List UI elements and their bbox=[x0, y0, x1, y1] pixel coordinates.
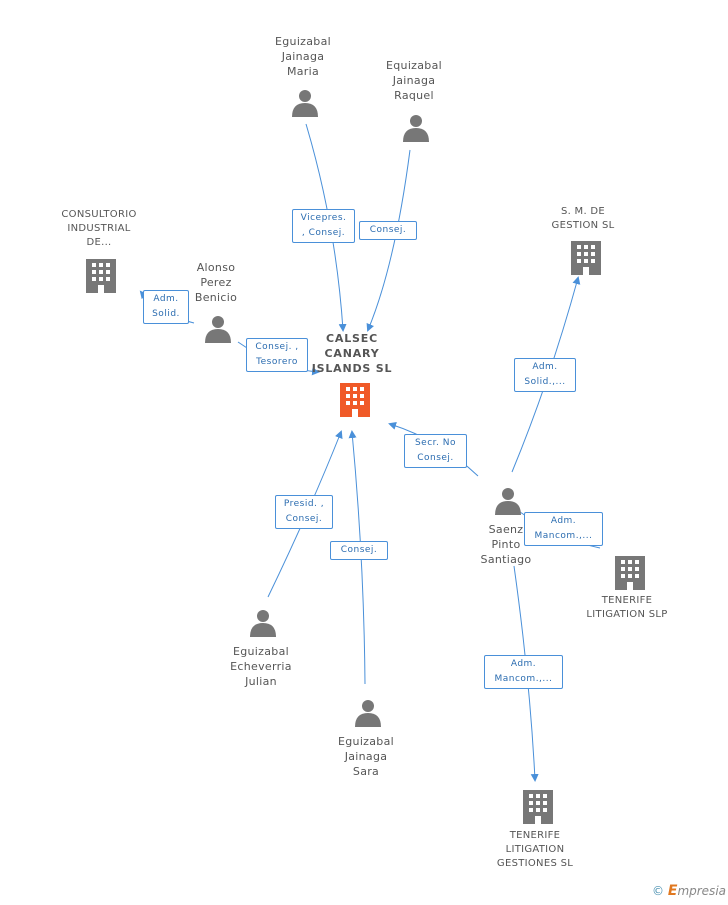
label-line: Pinto bbox=[491, 538, 521, 551]
label-line: Jainaga bbox=[281, 50, 325, 63]
label-line: Raquel bbox=[394, 89, 434, 102]
label-line: Jainaga bbox=[344, 750, 388, 763]
label-line: Eguizabal bbox=[233, 645, 289, 658]
label-line: Solid.,... bbox=[524, 377, 566, 387]
label-line: Julian bbox=[245, 675, 277, 688]
label-line: Sara bbox=[352, 765, 380, 778]
label-line: Benicio bbox=[194, 291, 238, 304]
label-line: Presid. , bbox=[283, 499, 325, 509]
label-line: Secr. No bbox=[414, 438, 457, 448]
edge-label-alonso-consultorio[interactable]: Adm. Solid. bbox=[143, 290, 189, 324]
center-label-line: ISLANDS SL bbox=[311, 362, 393, 375]
person-label-sara[interactable]: Eguizabal Jainaga Sara bbox=[338, 734, 394, 779]
label-line: Echeverria bbox=[230, 660, 292, 673]
label-line: Adm. bbox=[510, 659, 537, 669]
label-line: Adm. bbox=[153, 294, 179, 304]
label-line: GESTION SL bbox=[551, 220, 615, 231]
edge-label-saenz-center[interactable]: Secr. No Consej. bbox=[404, 434, 467, 468]
edge-label-alonso-center[interactable]: Consej. , Tesorero bbox=[246, 338, 308, 372]
person-label-raquel[interactable]: Equizabal Jainaga Raquel bbox=[386, 58, 442, 103]
label-line: Adm. bbox=[550, 516, 577, 526]
label-line: CONSULTORIO bbox=[61, 209, 137, 220]
label-line: Equizabal bbox=[386, 59, 442, 72]
edge-label-saenz-smgestion[interactable]: Adm. Solid.,... bbox=[514, 358, 576, 392]
person-label-julian[interactable]: Eguizabal Echeverria Julian bbox=[230, 644, 292, 689]
label-line: TENERIFE bbox=[509, 830, 561, 841]
label-line: Tesorero bbox=[256, 357, 298, 367]
person-icon-alonso bbox=[205, 316, 231, 343]
label-line: Alonso bbox=[196, 261, 236, 274]
label-line: Mancom.,... bbox=[494, 674, 553, 684]
label-line: LITIGATION SLP bbox=[586, 609, 668, 620]
edge-label-maria-center[interactable]: Vicepres. , Consej. bbox=[292, 209, 355, 243]
label-line: Consej. bbox=[369, 225, 407, 235]
company-label-consultorio[interactable]: CONSULTORIO INDUSTRIAL DE... bbox=[61, 208, 136, 250]
copyright-icon: © bbox=[652, 884, 665, 898]
building-icon-smgestion bbox=[571, 241, 601, 275]
label-line: Mancom.,... bbox=[534, 531, 593, 541]
person-icon-maria bbox=[292, 90, 318, 117]
person-icon-sara bbox=[355, 700, 381, 727]
company-label-tenerife-slp[interactable]: TENERIFE LITIGATION SLP bbox=[586, 594, 667, 622]
center-company-label[interactable]: CALSEC CANARY ISLANDS SL bbox=[312, 331, 393, 376]
company-label-smgestion[interactable]: S. M. DE GESTION SL bbox=[552, 205, 615, 233]
label-line: , Consej. bbox=[301, 228, 346, 238]
label-line: GESTIONES SL bbox=[496, 858, 574, 869]
edge-raquel-center bbox=[366, 149, 411, 332]
label-line: Perez bbox=[200, 276, 232, 289]
label-line: S. M. DE bbox=[560, 206, 606, 217]
building-icon-tenerife-slp bbox=[615, 556, 645, 590]
person-label-maria[interactable]: Eguizabal Jainaga Maria bbox=[275, 34, 331, 79]
building-icon-center bbox=[340, 383, 370, 417]
label-line: Consej. , bbox=[255, 342, 299, 352]
label-line: TENERIFE bbox=[601, 595, 653, 606]
label-line: Consej. bbox=[340, 545, 378, 555]
company-label-tenerife-gestiones[interactable]: TENERIFE LITIGATION GESTIONES SL bbox=[497, 829, 573, 871]
building-icon-consultorio bbox=[86, 259, 116, 293]
edge-label-raquel-center[interactable]: Consej. bbox=[359, 221, 417, 240]
person-label-saenz[interactable]: Saenz Pinto Santiago bbox=[481, 522, 532, 567]
building-icon-tenerife-gestiones bbox=[523, 790, 553, 824]
label-line: INDUSTRIAL bbox=[67, 223, 131, 234]
center-label-line: CALSEC bbox=[326, 332, 378, 345]
edge-label-saenz-tenerife-slp[interactable]: Adm. Mancom.,... bbox=[524, 512, 603, 546]
edge-label-saenz-tenerife-gestiones[interactable]: Adm. Mancom.,... bbox=[484, 655, 563, 689]
person-icon-raquel bbox=[403, 115, 429, 142]
label-line: Vicepres. bbox=[300, 213, 347, 223]
label-line: Adm. bbox=[532, 362, 558, 372]
label-line: Consej. bbox=[285, 514, 323, 524]
brand-logo-initial: E bbox=[667, 883, 678, 899]
label-line: Maria bbox=[286, 65, 320, 78]
label-line: LITIGATION bbox=[505, 844, 565, 855]
label-line: Eguizabal bbox=[275, 35, 331, 48]
label-line: Santiago bbox=[480, 553, 532, 566]
copyright-mark[interactable]: © Empresia bbox=[652, 883, 726, 899]
label-line: Eguizabal bbox=[338, 735, 394, 748]
label-line: Consej. bbox=[417, 453, 454, 463]
label-line: Solid. bbox=[152, 309, 180, 319]
center-label-line: CANARY bbox=[324, 347, 380, 360]
label-line: DE... bbox=[86, 237, 112, 248]
person-label-alonso[interactable]: Alonso Perez Benicio bbox=[195, 260, 237, 305]
label-line: Saenz bbox=[488, 523, 524, 536]
person-icon-julian bbox=[250, 610, 276, 637]
brand-logo-text: mpresia bbox=[677, 884, 726, 898]
label-line: Jainaga bbox=[392, 74, 436, 87]
person-icon-saenz bbox=[495, 488, 521, 515]
edge-label-julian-center[interactable]: Presid. , Consej. bbox=[275, 495, 333, 529]
edge-label-sara-center[interactable]: Consej. bbox=[330, 541, 388, 560]
